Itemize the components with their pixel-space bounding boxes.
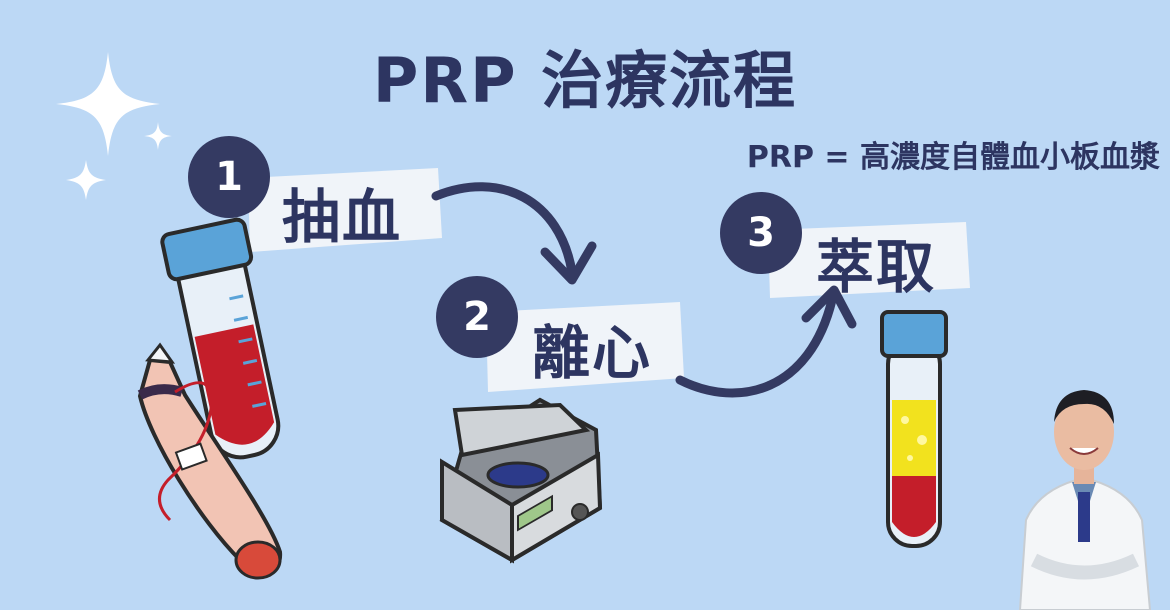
prp-definition: PRP = 高濃度自體血小板血漿 <box>746 140 1160 175</box>
step-1-label-bg <box>248 168 442 252</box>
step-2-badge: 2 <box>436 276 518 358</box>
step-2-label-bg <box>486 302 684 392</box>
doctor-avatar <box>1018 390 1152 610</box>
step-2-label: 離心 <box>532 319 653 387</box>
arrow-2-to-3 <box>675 285 857 398</box>
arrow-1-to-2 <box>431 182 597 285</box>
page-title: PRP 治療流程 <box>372 44 798 117</box>
step-3-label-bg <box>768 222 970 298</box>
blood-tube-icon <box>160 217 281 460</box>
step-1-label: 抽血 <box>282 183 403 251</box>
arm-icon <box>137 342 283 580</box>
step-3-badge: 3 <box>720 192 802 274</box>
centrifuge-icon <box>439 397 603 564</box>
sparkle-icon <box>56 52 172 200</box>
step-1-badge: 1 <box>188 136 270 218</box>
prp-tube-icon <box>880 310 948 548</box>
step-3-label: 萃取 <box>816 233 937 301</box>
